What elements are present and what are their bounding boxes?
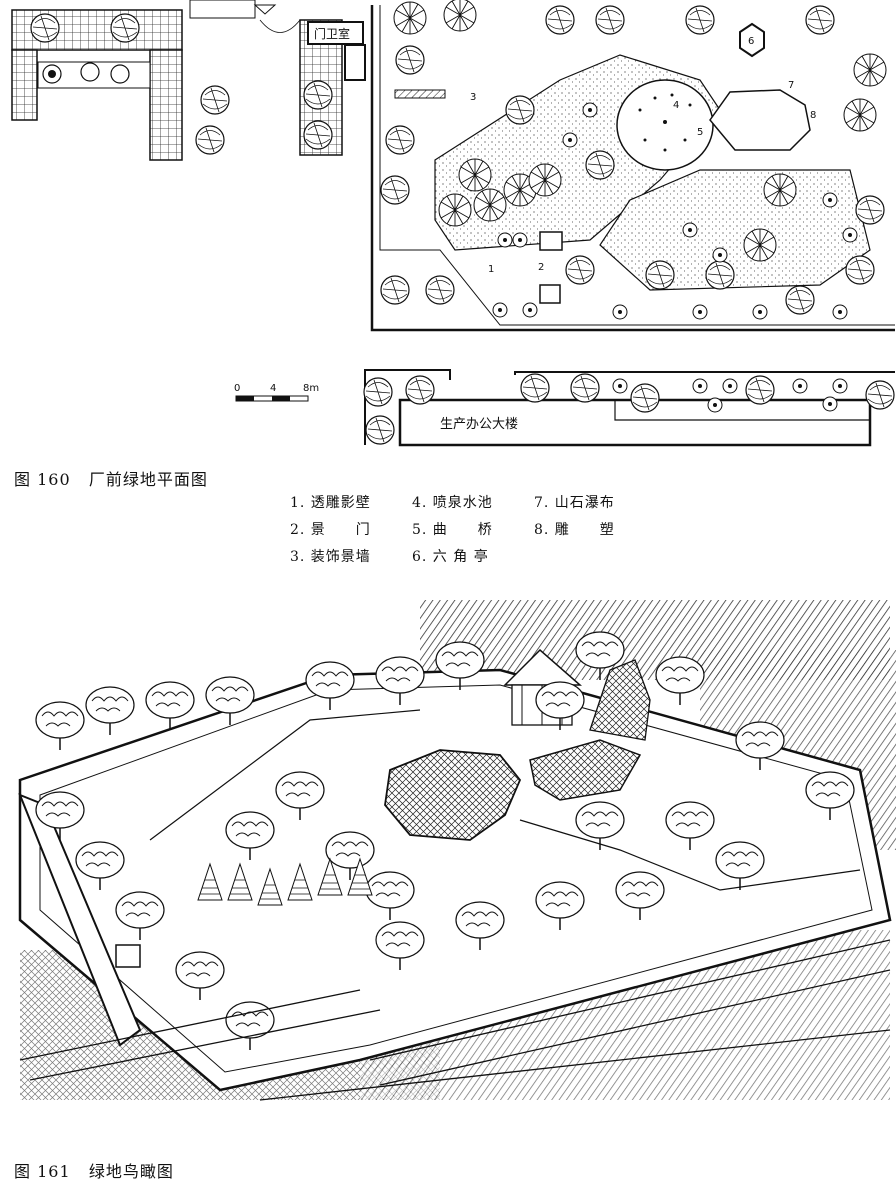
scale-bar: 0 4 8m <box>234 383 319 402</box>
scale-tick-8m: 8m <box>303 383 319 394</box>
gate-room: 门卫室 <box>259 19 366 156</box>
legend-item-5: 5. 曲 桥 <box>412 522 493 538</box>
legend-item-7: 7. 山石瀑布 <box>534 495 615 511</box>
legend-item-2: 2. 景 门 <box>290 522 371 538</box>
figure-160-caption: 图 160 厂前绿地平面图 <box>14 466 208 490</box>
legend-item-1: 1. 透雕影壁 <box>290 495 371 511</box>
birdseye-pool <box>384 749 522 841</box>
scale-tick-0: 0 <box>234 383 240 394</box>
figure-161-title: 绿地鸟瞰图 <box>88 1162 174 1181</box>
figure-160-number: 图 160 <box>14 470 71 489</box>
plan-callouts: 1 2 3 4 5 6 7 8 <box>470 36 816 275</box>
callout-5: 5 <box>697 127 703 138</box>
callout-1: 1 <box>488 264 494 275</box>
left-paved-plaza <box>11 0 277 161</box>
figure-160-title: 厂前绿地平面图 <box>88 470 208 489</box>
callout-2: 2 <box>538 262 544 273</box>
figure-161-caption: 图 161 绿地鸟瞰图 <box>14 1158 174 1182</box>
callout-7: 7 <box>788 80 794 91</box>
fountain-pool <box>616 79 714 171</box>
scale-tick-4: 4 <box>270 383 276 394</box>
callout-8: 8 <box>810 110 816 121</box>
legend-item-3: 3. 装饰景墙 <box>290 549 371 565</box>
birdseye-view-drawing <box>18 600 896 1101</box>
callout-4: 4 <box>673 100 679 111</box>
legend-item-6: 6. 六 角 亭 <box>412 549 489 565</box>
office-building-label: 生产办公大楼 <box>440 417 518 432</box>
legend-item-8: 8. 雕 塑 <box>534 522 615 538</box>
main-garden-plan <box>370 0 895 332</box>
figure-161-number: 图 161 <box>14 1162 71 1181</box>
callout-6: 6 <box>748 36 754 47</box>
site-plan-drawing: 门卫室 <box>11 0 895 447</box>
office-building: 生产办公大楼 <box>363 369 895 447</box>
plan-legend: 1. 透雕影壁 4. 喷泉水池 7. 山石瀑布 2. 景 门 5. 曲 桥 8.… <box>290 492 650 572</box>
legend-item-4: 4. 喷泉水池 <box>412 495 493 511</box>
hexagonal-pavilion <box>739 22 765 58</box>
callout-3: 3 <box>470 92 476 103</box>
gate-room-label: 门卫室 <box>314 26 350 41</box>
